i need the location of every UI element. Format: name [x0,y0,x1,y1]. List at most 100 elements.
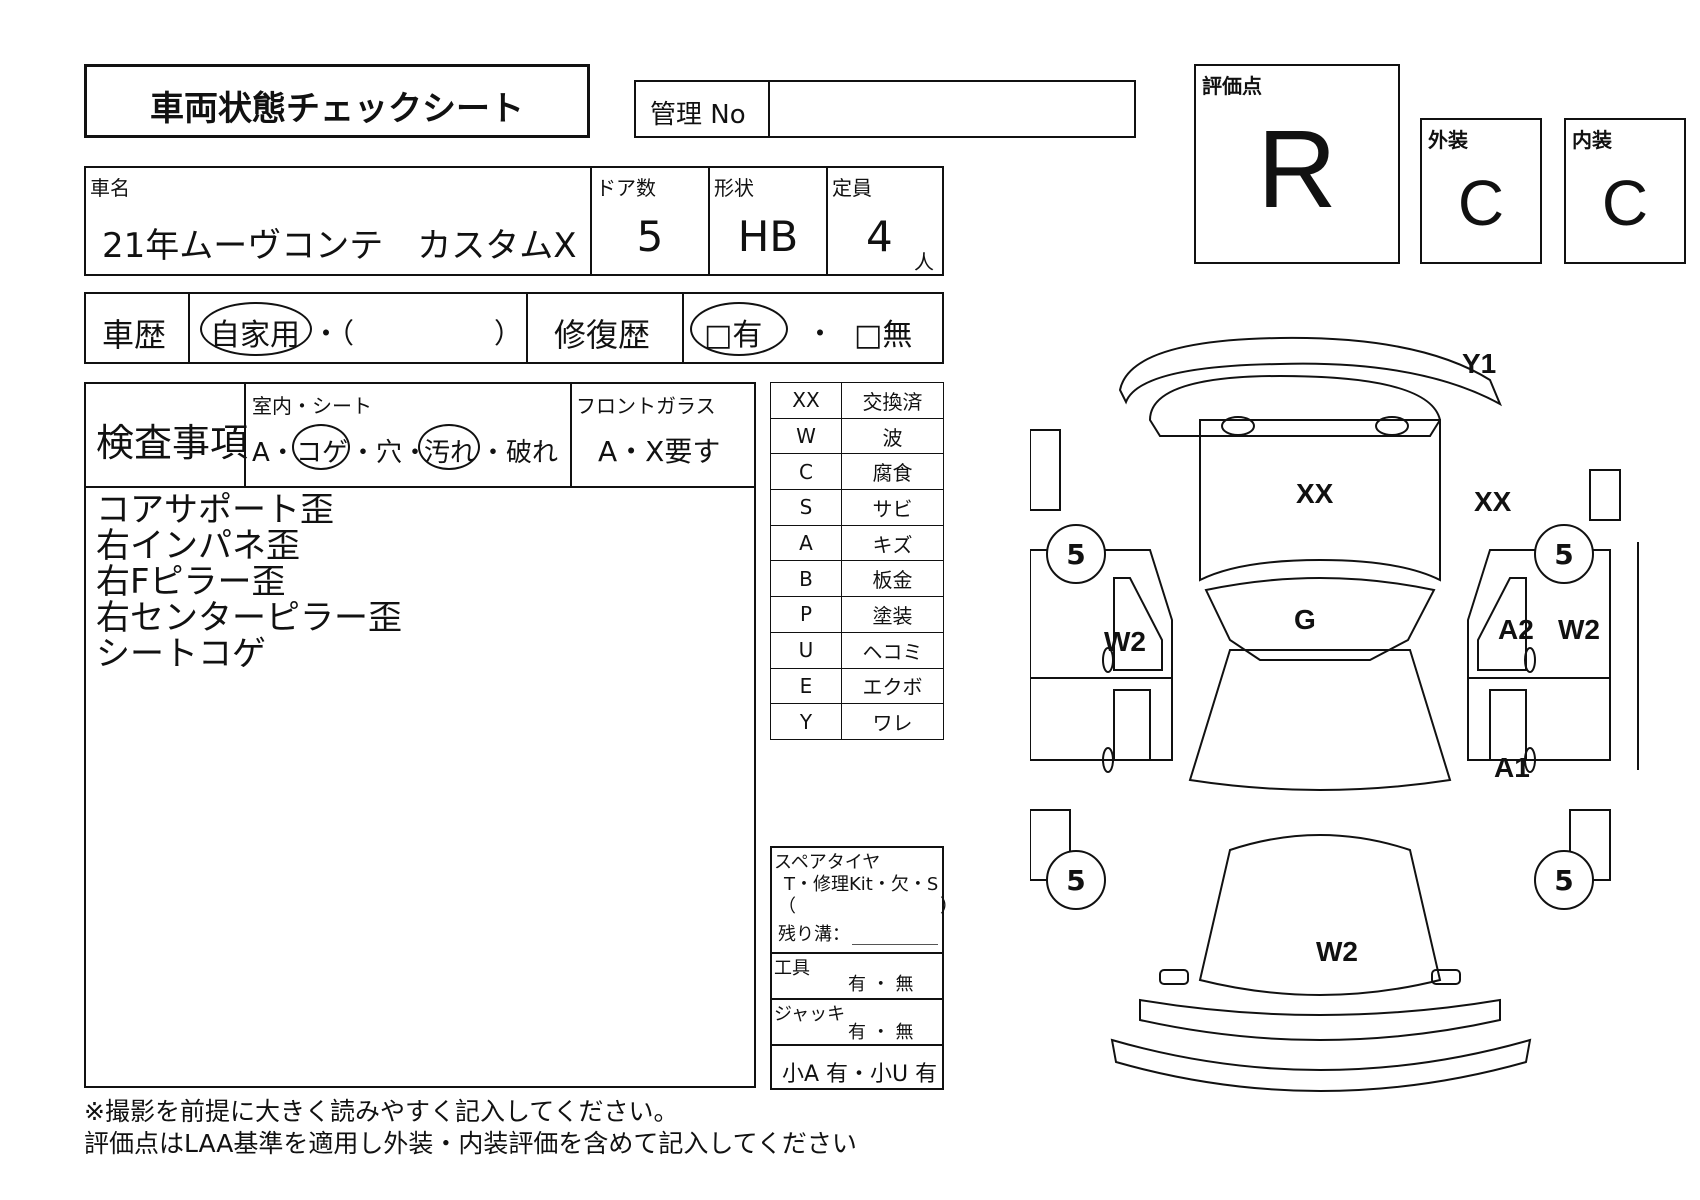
divider [188,294,190,362]
roof [1204,577,1436,661]
legend-meaning: 交換済 [841,382,944,419]
footer-note-2: 評価点はLAA基準を適用し外装・内装評価を含めて記入してください [84,1129,857,1158]
hood [1199,419,1441,582]
capacity-label: 定員 [832,176,872,200]
legend-meaning: 波 [841,417,944,455]
divider [682,294,684,362]
legend-meaning: ヘコミ [841,631,944,669]
repair-no: □無 [854,318,913,353]
legend-meaning: エクボ [841,667,944,705]
overall-score-value: R [1257,108,1337,231]
mark-bumper-y1: Y1 [1462,348,1497,379]
repair-history-label: 修復歴 [554,316,651,354]
mark-right-sill-w2: W2 [1558,614,1600,645]
history-label: 車歴 [102,316,167,354]
usage-close: ） [494,317,523,350]
tire-front-right: 5 [1534,524,1594,584]
left-rear-door [1030,677,1173,761]
jack-label: ジャッキ [774,1004,846,1025]
legend-code: A [770,524,842,562]
rear-bumper-lower [1110,1038,1532,1092]
legend-code: W [770,417,842,455]
legend-meaning: ワレ [841,703,944,740]
legend-code: B [770,560,842,598]
history-row: 車歴 自家用 ・（ ） 修復歴 □有 ・ □無 [84,292,944,364]
mark-roof-g: G [1294,604,1316,635]
divider [526,294,528,362]
right-headlight [1375,416,1409,436]
interior-seat-label: 室内・シート [252,394,372,418]
mark-hood-xx: XX [1296,478,1334,509]
sheet-title-box: 車両状態チェックシート [84,64,590,138]
repair-selected-circle [690,302,788,356]
legend-code: U [770,631,842,669]
interior-score-box: 内装 C [1564,118,1686,264]
left-front-window [1113,577,1163,671]
legend-meaning: 塗装 [841,596,944,633]
vehicle-info-row: 車名 21年ムーヴコンテ カスタムX ドア数 5 形状 HB 定員 4 人 [84,166,944,276]
windshield-label: フロントガラス [576,394,716,418]
management-no-box: 管理 No [634,80,1136,138]
legend-code: XX [770,382,842,419]
legend-meaning: キズ [841,524,944,562]
mark-rear-hatch-w2: W2 [1316,936,1358,967]
left-rear-window [1113,689,1151,761]
divider [244,384,246,486]
sheet-title: 車両状態チェックシート [150,89,524,129]
front-fascia [1148,374,1442,437]
divider [772,998,942,1000]
tools-label: 工具 [774,958,810,979]
mark-right-rear-door-a1: A1 [1494,752,1530,783]
spare-tire-paren: （ ） [778,896,958,917]
inspection-label: 検査事項 [96,421,249,465]
right-taillight [1431,969,1461,985]
capacity-value: 4 [866,212,893,261]
note-line: シートコゲ [96,634,266,674]
cabin-center [1188,649,1452,791]
interior-a: A・ [252,438,296,468]
tire-rear-right: 5 [1534,850,1594,910]
tire-front-left: 5 [1046,524,1106,584]
inspection-notes-box: コアサポート歪 右インパネ歪 右Fピラー歪 右センターピラー歪 シートコゲ [84,486,756,1088]
rear-bumper [1139,998,1501,1041]
repair-yes: □有 [704,318,763,353]
capacity-unit: 人 [914,250,934,274]
legend-code: S [770,489,842,526]
front-bumper [1118,336,1503,407]
left-headlight [1221,416,1255,436]
tools-value: 有 ・ 無 [848,974,914,995]
koge-selected-circle [292,424,350,470]
interior-koge: コゲ [296,438,349,468]
left-front-fender [1030,429,1061,511]
divider [708,168,710,274]
yogore-selected-circle [418,424,480,470]
exterior-score-label: 外装 [1428,128,1468,152]
footer-note-1: ※撮影を前提に大きく読みやすく記入してください。 [84,1097,679,1126]
jack-value: 有 ・ 無 [848,1022,914,1043]
mark-left-door-w2: W2 [1104,626,1146,657]
inspection-notes: コアサポート歪 右インパネ歪 右Fピラー歪 右センターピラー歪 シートコゲ [96,492,402,672]
interior-score-label: 内装 [1572,128,1612,152]
interior-yogore: 汚れ [424,438,477,468]
note-line: コアサポート歪 [96,490,334,530]
inspection-header: 検査事項 室内・シート A・ コゲ ・穴・ 汚れ ・破れ フロントガラス A・X… [84,382,756,488]
divider [772,1044,942,1046]
mark-right-door-a2: A2 [1498,614,1534,645]
body-shape-label: 形状 [714,176,754,200]
note-line: 右インパネ歪 [96,526,300,566]
door-count-value: 5 [636,212,664,261]
interior-sep: ・穴・ [350,438,429,468]
legend-code: Y [770,703,842,740]
right-front-window [1477,577,1527,671]
left-taillight [1159,969,1189,985]
overall-score-box: 評価点 R [1194,64,1400,264]
